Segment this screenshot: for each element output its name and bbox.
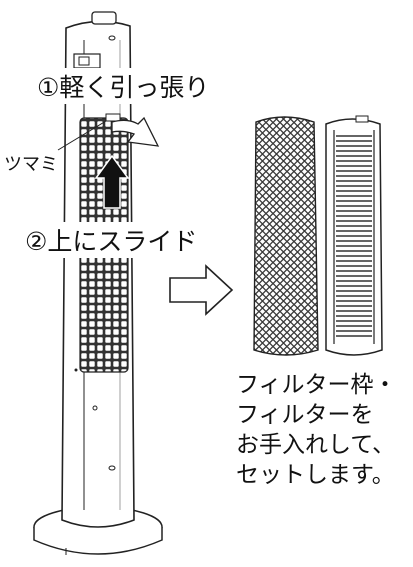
knob-label: ツマミ [4,154,58,175]
caption-line-2: フィルターを [236,402,374,428]
up-arrow-icon [94,154,130,209]
right-arrow-icon [169,264,234,316]
filter-mesh-illustration [253,116,319,356]
caption-line-4: セットします。 [236,462,395,488]
instruction-caption: フィルター枠・ フィルターを お手入れして、 セットします。 [236,370,412,490]
pull-arrow-icon [111,116,160,147]
caption-line-1: フィルター枠・ [236,372,397,398]
filter-frame-illustration [325,115,383,356]
knob-leader-line [57,120,107,151]
step1-label: ①軽く引っ張り [34,68,213,104]
step2-label: ②上にスライド [22,222,201,258]
caption-line-3: お手入れして、 [236,432,396,458]
